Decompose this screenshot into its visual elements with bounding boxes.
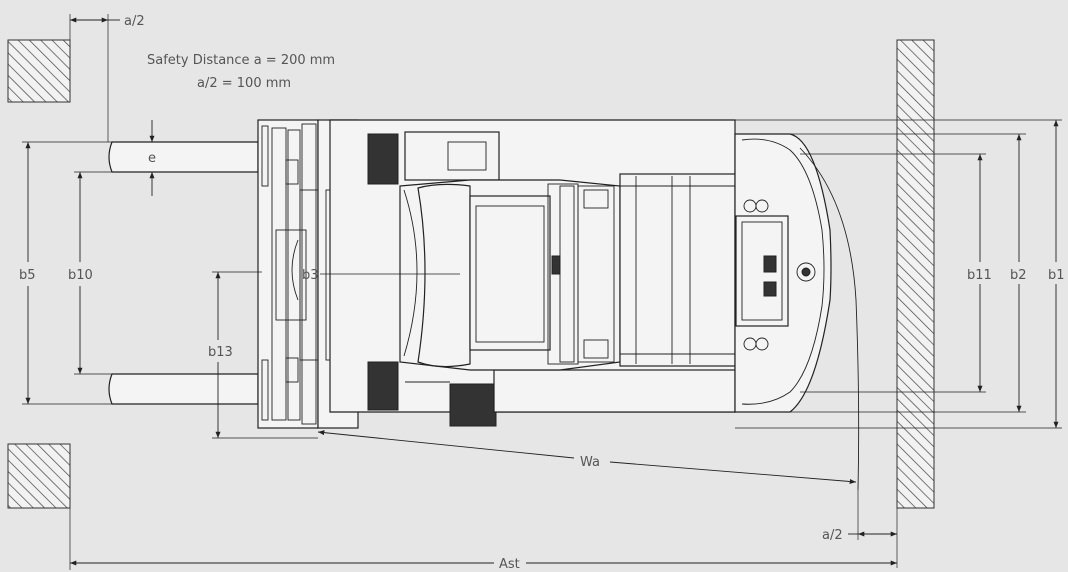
- counterweight: [734, 133, 832, 413]
- label-b2: b2: [1010, 268, 1027, 283]
- fork-upper: [108, 141, 259, 173]
- label-b3: b3: [302, 268, 319, 283]
- safety-distance-line2: a/2 = 100 mm: [197, 76, 291, 91]
- label-b5: b5: [19, 268, 36, 283]
- label-e: e: [148, 151, 156, 166]
- battery-compartment: [619, 173, 736, 367]
- label-ast: Ast: [499, 557, 520, 572]
- safety-distance-line1: Safety Distance a = 200 mm: [147, 53, 335, 68]
- label-b11: b11: [967, 268, 992, 283]
- label-a-half-top: a/2: [124, 14, 145, 29]
- operator-cab: [399, 179, 621, 371]
- aisle-wall-right: [896, 39, 935, 509]
- fork-carriage: [257, 119, 331, 429]
- label-b13: b13: [208, 345, 233, 360]
- label-b10: b10: [68, 268, 93, 283]
- turning-path: [799, 147, 860, 491]
- fork-lower: [108, 373, 259, 405]
- obstacle-bottom-left: [7, 443, 71, 509]
- label-wa: Wa: [580, 455, 600, 470]
- obstacle-top-left: [7, 39, 71, 103]
- label-b1: b1: [1048, 268, 1065, 283]
- label-a-half-bottom: a/2: [822, 528, 843, 543]
